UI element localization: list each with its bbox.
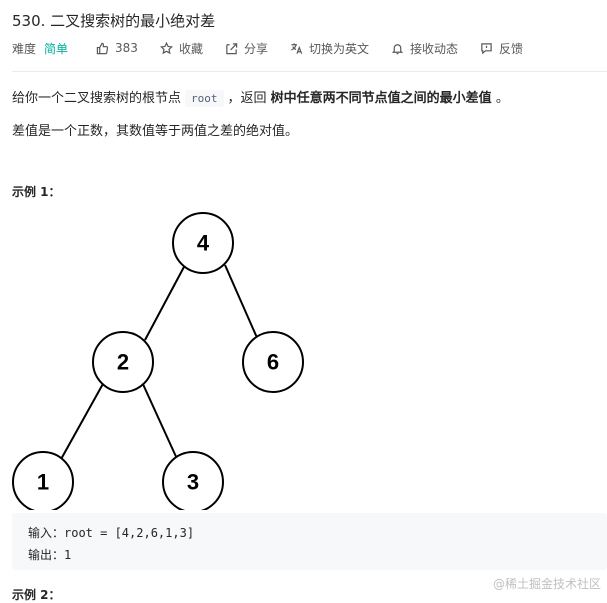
thumbs-up-icon	[96, 42, 109, 54]
tree-node: 2	[92, 331, 154, 393]
tree-node-value: 3	[187, 470, 199, 495]
difficulty-label: 难度	[12, 41, 37, 56]
switch-language-label: 切换为英文	[308, 41, 369, 56]
problem-toolbar: 难度 简单 383 收藏 分享 切换为英文 接收动态 反馈	[12, 40, 545, 56]
favorite-label: 收藏	[178, 41, 203, 56]
translate-icon	[291, 42, 303, 54]
tree-node: 4	[172, 212, 234, 274]
star-icon	[159, 41, 173, 54]
example-2-title: 示例 2：	[12, 588, 61, 602]
tree-node-value: 6	[267, 350, 279, 375]
tree-node: 3	[162, 451, 224, 510]
example-1-code-block: 输入：root = [4,2,6,1,3] 输出：1	[12, 513, 607, 570]
example-1-tree-image: 4 2 6 1 3	[12, 212, 304, 510]
tree-edge	[59, 381, 105, 462]
difficulty-badge: 简单	[44, 41, 69, 56]
tree-edge	[224, 264, 259, 341]
inline-code-root: root	[185, 90, 224, 107]
problem-title: 530. 二叉搜索树的最小绝对差	[12, 12, 216, 30]
tree-node: 6	[242, 331, 304, 393]
favorite-button[interactable]: 收藏	[159, 40, 203, 57]
example-1-title: 示例 1：	[12, 185, 61, 199]
tree-node-value: 2	[117, 350, 129, 375]
tree-node-value: 4	[197, 231, 210, 256]
share-button[interactable]: 分享	[225, 40, 268, 57]
feedback-icon	[481, 42, 492, 54]
share-label: 分享	[243, 41, 268, 56]
tree-node-value: 1	[37, 470, 49, 495]
switch-language-button[interactable]: 切换为英文	[290, 40, 369, 57]
description-text: ，返回	[227, 91, 267, 106]
description-text: 。	[495, 91, 509, 106]
example-input-line: 输入：root = [4,2,6,1,3]	[28, 526, 195, 540]
watermark: @稀土掘金技术社区	[492, 577, 601, 591]
share-icon	[226, 42, 238, 54]
tree-edge	[141, 381, 179, 462]
tree-edge	[144, 264, 186, 341]
header-divider	[12, 71, 607, 72]
feedback-label: 反馈	[499, 41, 524, 56]
description-text: 给你一个二叉搜索树的根节点	[12, 91, 182, 106]
feedback-button[interactable]: 反馈	[480, 40, 523, 57]
like-count: 383	[115, 41, 138, 55]
notify-button[interactable]: 接收动态	[391, 40, 458, 57]
bell-icon	[391, 43, 404, 54]
notify-label: 接收动态	[409, 41, 458, 56]
description-bold-text: 树中任意两不同节点值之间的最小差值	[270, 91, 492, 106]
like-button[interactable]: 383	[96, 41, 138, 55]
tree-node: 1	[12, 451, 74, 510]
description-paragraph-2: 差值是一个正数，其数值等于两值之差的绝对值。	[12, 124, 299, 139]
example-output-line: 输出：1	[28, 548, 72, 562]
